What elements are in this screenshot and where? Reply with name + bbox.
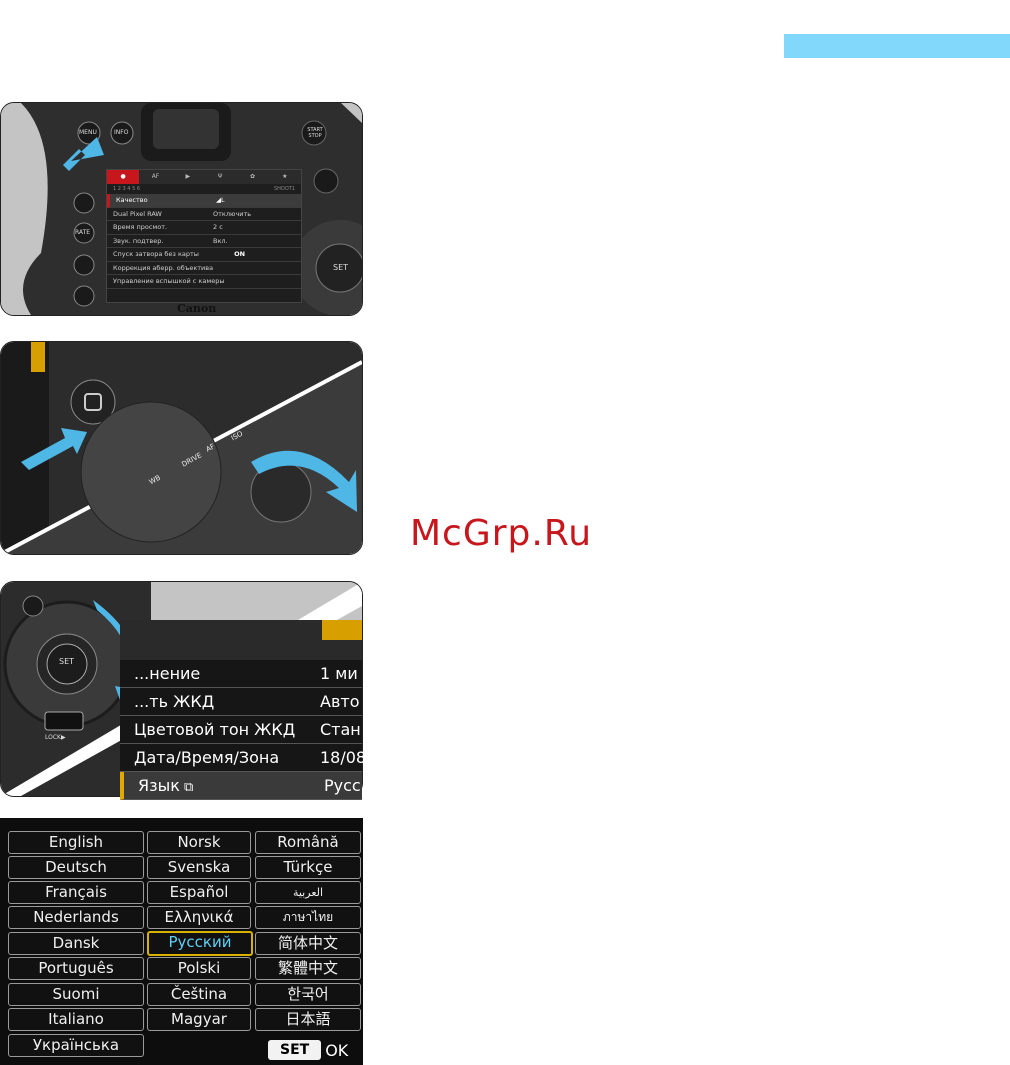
language-option[interactable]: Română	[255, 831, 361, 854]
info-button-label: INFO	[114, 129, 129, 136]
language-option[interactable]: Čeština	[147, 983, 251, 1006]
menu-button-label: MENU	[79, 129, 97, 136]
step1-camera-illustration: MENU INFO RATE SET START STOP Canon ● AF…	[0, 102, 363, 316]
language-option[interactable]: Français	[8, 881, 144, 904]
set-button-label: SET	[333, 263, 349, 272]
step2-camera-illustration: WB DRIVE AF ISO	[0, 341, 363, 555]
language-option-selected[interactable]: Русский	[147, 931, 253, 956]
language-option[interactable]: Türkçe	[255, 856, 361, 879]
language-option[interactable]: Suomi	[8, 983, 144, 1006]
menu-row: Коррекция аберр. объектива	[107, 262, 301, 275]
language-option[interactable]: ภาษาไทย	[255, 906, 361, 929]
mymenu-tab: ★	[282, 173, 288, 180]
menu-row: Время просмот.2 с	[107, 221, 301, 235]
lcd-tab-strip	[120, 620, 362, 660]
language-option[interactable]: Español	[147, 881, 251, 904]
af-tab: AF	[151, 173, 160, 180]
quick-control-drawing	[1, 342, 362, 554]
brand-logo: Canon	[177, 302, 217, 315]
camera-menu-screen: ● AF ▶ Ψ ✿ ★ 1 2 3 4 5 6 SHOOT1 Качество…	[106, 169, 302, 303]
language-option[interactable]: Dansk	[8, 932, 144, 955]
lcd-row-language: Язык ⧉Русс	[120, 772, 362, 800]
language-option[interactable]: Italiano	[8, 1008, 144, 1031]
language-option[interactable]: 简体中文	[255, 932, 361, 955]
language-option[interactable]: Magyar	[147, 1008, 251, 1031]
lock-switch-label: LOCK▶	[45, 734, 66, 741]
menu-row: Качество◢L	[107, 194, 301, 208]
shoot-tab-icon: ●	[107, 170, 140, 184]
ok-label: OK	[325, 1040, 349, 1060]
setup-tab-icon: Ψ	[217, 173, 223, 180]
language-option[interactable]: العربية	[255, 881, 361, 904]
menu-tab-strip: ● AF ▶ Ψ ✿ ★	[107, 170, 301, 184]
language-option[interactable]: 한국어	[255, 983, 361, 1006]
language-option[interactable]: Svenska	[147, 856, 251, 879]
language-option[interactable]: Ελληνικά	[147, 906, 251, 929]
rate-button-label: RATE	[75, 229, 91, 236]
language-option[interactable]: Українська	[8, 1034, 144, 1057]
section-tab-bar	[784, 34, 1010, 58]
watermark-text: McGrp.Ru	[410, 513, 593, 554]
language-option[interactable]: 繁體中文	[255, 957, 361, 980]
menu-row: Звук. подтвер.Вкл.	[107, 235, 301, 248]
language-option[interactable]: 日本語	[255, 1008, 361, 1031]
language-option[interactable]: Norsk	[147, 831, 251, 854]
set-button-label: SET	[59, 657, 75, 666]
set-key-label: SET	[268, 1040, 322, 1060]
language-option[interactable]: Português	[8, 957, 144, 980]
language-option[interactable]: Deutsch	[8, 856, 144, 879]
custom-tab-icon: ✿	[249, 173, 255, 180]
start-stop-label: START STOP	[307, 127, 323, 139]
language-option[interactable]: English	[8, 831, 144, 854]
language-icon: ⧉	[179, 780, 194, 795]
language-option[interactable]: Polski	[147, 957, 251, 980]
set-ok-button[interactable]: SET OK	[268, 1038, 348, 1062]
menu-row: Управление вспышкой с камеры	[107, 275, 301, 289]
play-tab-icon: ▶	[185, 173, 191, 180]
menu-page-numbers: 1 2 3 4 5 6 SHOOT1	[113, 186, 295, 192]
language-option[interactable]: Nederlands	[8, 906, 144, 929]
